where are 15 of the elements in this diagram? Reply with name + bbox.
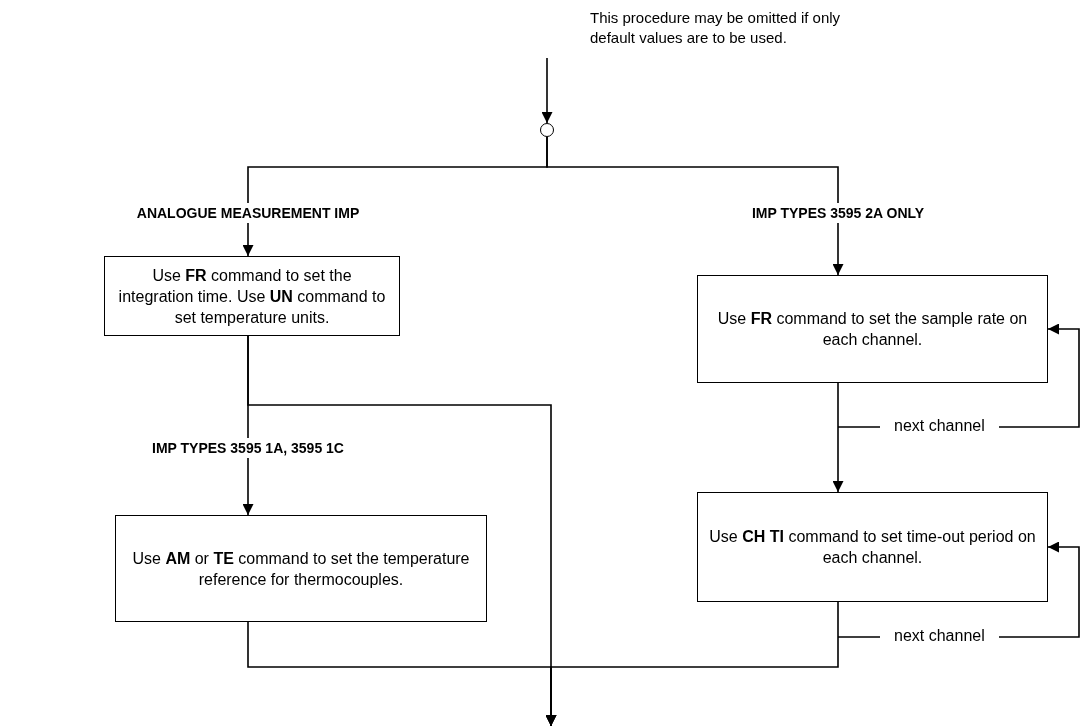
box-text: Use FR command to set the sample rate on each channel. (716, 309, 1029, 350)
box-text: Use AM or TE command to set the temperature reference for thermocouples. (131, 548, 471, 590)
connector-arrow (242, 457, 254, 516)
process-box (697, 275, 1048, 383)
connector-arrow (541, 57, 553, 124)
process-box (104, 256, 400, 336)
process-box (697, 492, 1048, 602)
connector-arrow (545, 601, 839, 727)
connector-arrow (832, 382, 844, 493)
process-box (115, 515, 487, 622)
connector-arrow (832, 222, 844, 276)
box-text: Use CH TI command to set time-out period on each channel. (708, 527, 1037, 568)
box-text: Use FR command to set the integration time. Use UN command to set temperature units. (117, 265, 387, 328)
connector-arrow (242, 222, 254, 257)
note-text: This procedure may be omitted if only default values are to be used. (590, 8, 842, 48)
